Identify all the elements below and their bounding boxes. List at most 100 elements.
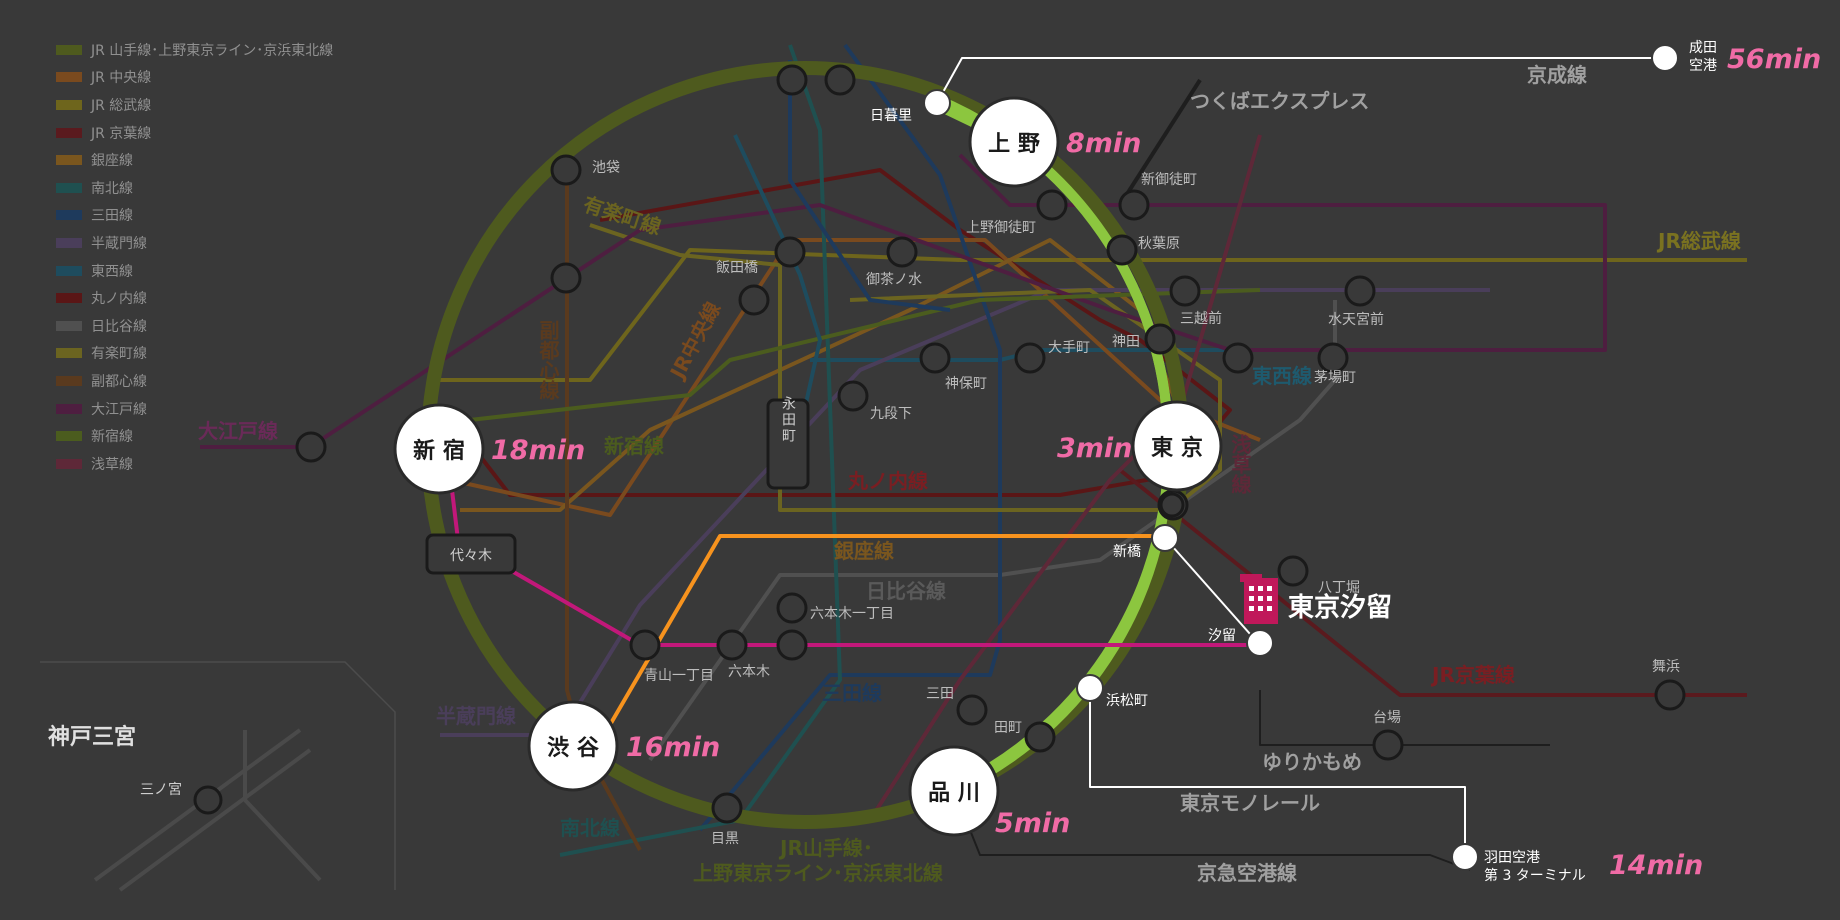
legend-swatch	[56, 431, 82, 442]
legend-swatch	[56, 44, 82, 55]
station-ichigaya	[738, 284, 770, 316]
station-maihama	[1654, 679, 1686, 711]
svg-text:目黒: 目黒	[711, 831, 739, 847]
svg-text:上 野: 上 野	[988, 132, 1040, 157]
legend-swatch	[56, 320, 82, 331]
route-oedo	[450, 489, 1260, 647]
legend-label: JR 山手線･上野東京ライン･京浜東北線	[91, 42, 334, 59]
active-stations[interactable]	[923, 44, 1679, 871]
svg-text:JR総武線: JR総武線	[1656, 229, 1741, 253]
station-tokyo-inner	[1159, 492, 1185, 518]
svg-text:銀座線: 銀座線	[834, 539, 894, 563]
svg-text:丸ノ内線: 丸ノ内線	[847, 469, 928, 493]
svg-text:ゆりかもめ: ゆりかもめ	[1262, 750, 1362, 774]
svg-text:飯田橋: 飯田橋	[716, 259, 758, 276]
station-roppongi	[716, 629, 748, 661]
svg-text:水天宮前: 水天宮前	[1328, 311, 1384, 328]
legend-label: 三田線	[91, 208, 133, 225]
legend-item: JR 山手線･上野東京ライン･京浜東北線	[56, 36, 333, 64]
hub-ueno: 上 野 8min	[968, 96, 1141, 188]
line-marunouchi	[458, 168, 1232, 497]
line-kudan	[788, 60, 951, 312]
svg-text:御茶ノ水: 御茶ノ水	[866, 272, 922, 288]
station-ochanomizu	[886, 236, 918, 268]
svg-text:神保町: 神保町	[945, 376, 987, 392]
station-label: 三ノ宮	[140, 782, 182, 798]
route-shiodome	[1164, 537, 1259, 644]
station-akihabara	[1106, 234, 1138, 266]
haneda-label-1: 羽田空港	[1484, 850, 1540, 866]
legend-item: 南北線	[56, 174, 333, 202]
legend-swatch	[56, 237, 82, 248]
haneda-label-2: 第 3 ターミナル	[1484, 867, 1586, 884]
station-daiba	[1372, 729, 1404, 761]
legend-label: 丸ノ内線	[91, 291, 147, 308]
svg-text:京成線: 京成線	[1527, 63, 1587, 87]
svg-text:青山一丁目: 青山一丁目	[644, 668, 714, 684]
legend-label: 日比谷線	[91, 318, 147, 335]
svg-text:渋 谷: 渋 谷	[547, 735, 600, 761]
svg-text:神田: 神田	[1112, 334, 1140, 350]
legend-swatch	[56, 210, 82, 221]
station-nippori	[923, 89, 951, 117]
station-box-nagatacho	[766, 398, 810, 490]
narita-time: 56min	[1727, 44, 1821, 75]
station-aoyama-itchome	[629, 629, 661, 661]
svg-text:品 川: 品 川	[928, 781, 980, 806]
station-sannomiya[interactable]	[193, 785, 223, 815]
narita-label-1: 成田	[1689, 40, 1717, 56]
destination-marker[interactable]: 東京汐留	[1240, 574, 1392, 624]
station-hamamatsucho	[1076, 674, 1104, 702]
station-shin-okachimachi	[1118, 189, 1150, 221]
legend-label: 副都心線	[91, 373, 147, 390]
svg-text:舞浜: 舞浜	[1652, 659, 1680, 675]
active-station-labels: 日暮里 新橋 汐留 浜松町	[870, 108, 1236, 709]
legend-label: 南北線	[91, 180, 133, 197]
svg-text:台場: 台場	[1373, 710, 1401, 726]
svg-text:8min: 8min	[1066, 128, 1141, 159]
legend-swatch	[56, 265, 82, 276]
background-stations[interactable]	[295, 64, 1686, 824]
station-tozai-1	[1222, 342, 1254, 374]
active-routes	[450, 57, 1665, 857]
line-keiyo	[1118, 468, 1747, 697]
hub-tokyo: 東 京 3min	[1057, 400, 1223, 492]
svg-text:新橋: 新橋	[1113, 544, 1141, 560]
svg-text:田町: 田町	[994, 720, 1022, 736]
svg-text:京急空港線: 京急空港線	[1197, 861, 1297, 885]
legend-swatch	[56, 293, 82, 304]
legend-label: JR 京葉線	[91, 125, 152, 142]
svg-text:六本木: 六本木	[728, 664, 770, 680]
legend-label: JR 中央線	[91, 70, 152, 87]
legend-label: 有楽町線	[91, 346, 147, 363]
legend-swatch	[56, 182, 82, 193]
svg-text:東 京: 東 京	[1151, 435, 1203, 461]
haneda-time: 14min	[1609, 850, 1703, 881]
svg-text:秋葉原: 秋葉原	[1138, 236, 1180, 252]
station-iidabashi	[774, 236, 806, 268]
svg-text:茅場町: 茅場町	[1314, 370, 1356, 386]
hub-stations[interactable]: 新 宿 18min 渋 谷 16min 上 野 8min 東 京 3min 品 …	[393, 96, 1223, 839]
legend-item: JR 総武線	[56, 91, 333, 119]
station-tamachi	[1024, 721, 1056, 753]
airport-labels: 成田 空港 56min 羽田空港 第 3 ターミナル 14min	[1484, 40, 1821, 884]
svg-text:三越前: 三越前	[1180, 310, 1222, 327]
svg-text:南北線: 南北線	[560, 816, 620, 840]
station-narita-airport	[1651, 44, 1679, 72]
legend-item: JR 京葉線	[56, 119, 333, 147]
svg-text:半蔵門線: 半蔵門線	[436, 704, 516, 728]
route-narita	[936, 57, 1665, 104]
line-mita	[698, 43, 1002, 832]
svg-text:三田線: 三田線	[822, 681, 882, 705]
station-tameike	[776, 629, 808, 661]
legend-swatch	[56, 348, 82, 359]
inset-title: 神戸三宮	[48, 724, 136, 750]
station-kanda	[1144, 323, 1176, 355]
legend-label: 銀座線	[91, 153, 133, 170]
svg-text:16min: 16min	[626, 732, 720, 763]
station-labels: 池袋 飯田橋 御茶ノ水 上野御徒町 新御徒町 秋葉原 三越前 水天宮前 神田 大…	[592, 160, 1680, 847]
station-yamanote-north-1	[776, 64, 808, 96]
svg-text:大江戸線: 大江戸線	[198, 419, 278, 443]
legend-swatch	[56, 458, 82, 469]
